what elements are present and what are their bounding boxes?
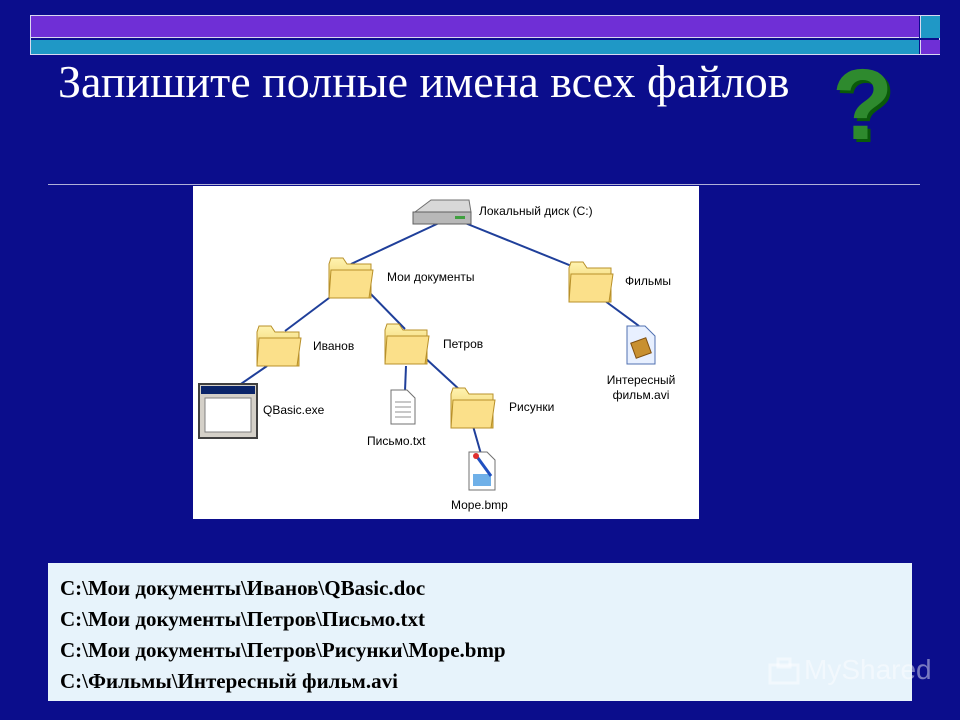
- question-mark-icon: ?: [832, 49, 894, 161]
- file-label-film-line1: Интересный: [607, 373, 676, 387]
- folder-label-my-documents: Мои документы: [387, 270, 474, 284]
- header-square-teal: [920, 16, 940, 38]
- header-decoration: [30, 15, 940, 55]
- text-file-icon: [390, 389, 416, 425]
- header-square-purple: [920, 40, 940, 54]
- file-tree-svg: Локальный диск (C:) Мои документы Фильмы…: [198, 199, 676, 512]
- answers-panel: C:\Мои документы\Иванов\QBasic.doc C:\Мо…: [48, 563, 912, 701]
- file-label-letter: Письмо.txt: [367, 434, 426, 448]
- watermark-logo-icon: [768, 657, 800, 685]
- folder-icon-petrov: [384, 323, 430, 365]
- folder-icon-films: [568, 261, 614, 303]
- answer-path-4: C:\Фильмы\Интересный фильм.avi: [60, 669, 398, 693]
- folder-label-pictures: Рисунки: [509, 400, 554, 414]
- file-label-qbasic: QBasic.exe: [263, 403, 325, 417]
- file-label-sea: Море.bmp: [451, 498, 508, 512]
- answer-path-1: C:\Мои документы\Иванов\QBasic.doc: [60, 576, 426, 600]
- answer-path-2: C:\Мои документы\Петров\Письмо.txt: [60, 607, 425, 631]
- title-divider: [48, 184, 920, 185]
- drive-icon: [412, 199, 472, 225]
- answer-path-3: C:\Мои документы\Петров\Рисунки\Море.bmp: [60, 638, 506, 662]
- header-bar-purple: [31, 16, 919, 38]
- folder-icon-pictures: [450, 387, 496, 429]
- watermark-text: MyShared: [804, 654, 932, 685]
- video-file-icon: [626, 325, 656, 365]
- folder-label-petrov: Петров: [443, 337, 483, 351]
- file-tree-diagram: Локальный диск (C:) Мои документы Фильмы…: [193, 186, 699, 519]
- drive-label: Локальный диск (C:): [479, 204, 593, 218]
- file-label-film-line2: фильм.avi: [613, 388, 670, 402]
- watermark: MyShared: [768, 654, 932, 687]
- folder-label-films: Фильмы: [625, 274, 671, 288]
- folder-icon-ivanov: [256, 325, 302, 367]
- exe-window-icon: [198, 383, 258, 439]
- header-bar-teal: [31, 40, 919, 54]
- folder-label-ivanov: Иванов: [313, 339, 354, 353]
- folder-icon-my-documents: [328, 257, 374, 299]
- paint-file-icon: [468, 451, 496, 491]
- slide-title: Запишите полные имена всех файлов: [58, 56, 790, 107]
